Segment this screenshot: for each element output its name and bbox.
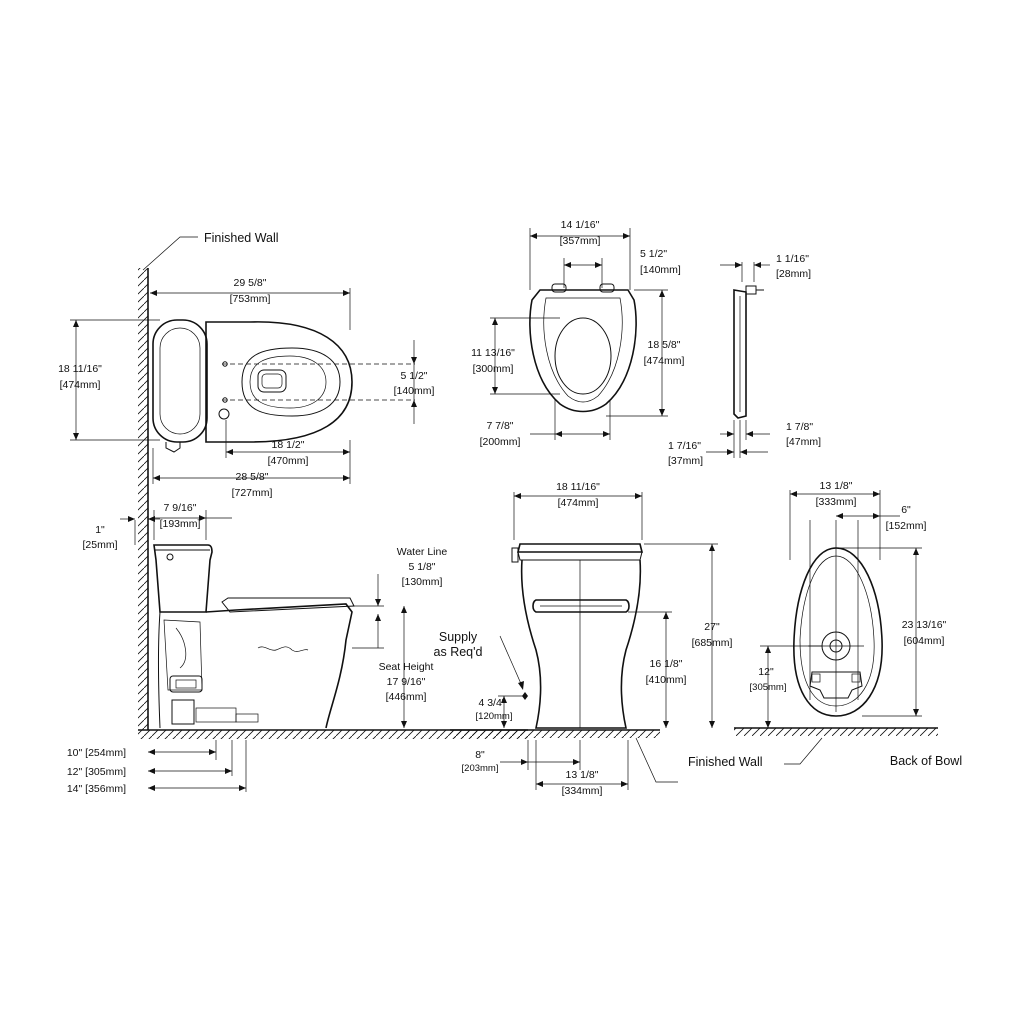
- dim-back-width-mm: [333mm]: [816, 496, 857, 508]
- dim-supply-offset-mm: [203mm]: [462, 763, 499, 774]
- back-view-dimensions: [760, 490, 922, 765]
- side-view-dimensions: [120, 510, 407, 792]
- supply-label-1: Supply: [439, 630, 478, 644]
- dim-rough-14: 14" [356mm]: [67, 783, 126, 795]
- dim-side-offset-mm: [25mm]: [82, 539, 117, 551]
- dim-water-line-mm: [130mm]: [402, 576, 443, 588]
- dim-front-width-mm: [474mm]: [558, 497, 599, 509]
- dim-supply-offset-in: 8": [475, 749, 485, 761]
- dim-seat-length-in: 18 5/8": [648, 339, 681, 351]
- dim-supply-height-mm: [120mm]: [476, 711, 513, 722]
- dim-seat-hinge-in: 5 1/2": [640, 248, 667, 260]
- seat-top-dimensions: [490, 228, 668, 440]
- dim-seat-width-in: 14 1/16": [561, 219, 600, 231]
- dim-seat-length-mm: [474mm]: [644, 355, 685, 367]
- dim-seat-side-b-in: 1 7/8": [786, 421, 813, 433]
- dim-front-bowl-mm: [410mm]: [646, 674, 687, 686]
- dim-front-height-mm: [685mm]: [692, 637, 733, 649]
- dim-back-half-in: 6": [901, 504, 911, 516]
- dim-rough-12: 12" [305mm]: [67, 766, 126, 778]
- dim-back-outlet-in: 12": [758, 666, 774, 678]
- seat-height-label: Seat Height: [379, 661, 434, 673]
- dim-seat-opening-mm: [300mm]: [473, 363, 514, 375]
- dim-seat-openwidth-mm: [200mm]: [480, 436, 521, 448]
- dim-top-bowl-in: 18 1/2": [272, 439, 305, 451]
- dim-seat-width-mm: [357mm]: [560, 235, 601, 247]
- dim-seat-height-mm: [446mm]: [386, 691, 427, 703]
- side-view: [153, 544, 355, 729]
- dim-front-base-in: 13 1/8": [566, 769, 599, 781]
- supply-label-2: as Req'd: [434, 645, 483, 659]
- dim-back-outlet-mm: [305mm]: [750, 682, 787, 693]
- dim-side-tank-mm: [193mm]: [160, 518, 201, 530]
- seat-side-view: [733, 285, 764, 419]
- front-view: [450, 543, 660, 738]
- dim-front-base-mm: [334mm]: [562, 785, 603, 797]
- dim-top-bowl-mm: [470mm]: [268, 455, 309, 467]
- seat-top-view: [529, 283, 637, 413]
- dim-top-base-mm: [727mm]: [232, 487, 273, 499]
- dim-water-line-in: 5 1/8": [408, 561, 435, 573]
- dim-back-height-in: 23 13/16": [902, 619, 947, 631]
- back-of-bowl-label: Back of Bowl: [890, 754, 962, 768]
- dim-top-overall-mm: [753mm]: [230, 293, 271, 305]
- dim-top-overall-in: 29 5/8": [234, 277, 267, 289]
- dim-top-width-in: 18 11/16": [58, 363, 102, 375]
- dim-seat-hinge-mm: [140mm]: [640, 264, 681, 276]
- dim-back-half-mm: [152mm]: [886, 520, 927, 532]
- dim-front-bowl-in: 16 1/8": [650, 658, 683, 670]
- dim-top-centers-in: 5 1/2": [400, 370, 427, 382]
- dim-back-height-mm: [604mm]: [904, 635, 945, 647]
- dim-supply-height-in: 4 3/4": [478, 697, 505, 709]
- dim-top-centers-mm: [140mm]: [394, 385, 435, 397]
- dim-seat-side-a-in: 1 7/16": [668, 440, 701, 452]
- dim-seat-openwidth-in: 7 7/8": [486, 420, 513, 432]
- dim-front-height-in: 27": [704, 621, 720, 633]
- dim-rough-10: 10" [254mm]: [67, 747, 126, 759]
- seat-side-dimensions: [706, 262, 770, 458]
- dim-top-width-mm: [474mm]: [60, 379, 101, 391]
- dim-seat-thick-mm: [28mm]: [776, 268, 811, 280]
- top-view-dimensions: [70, 288, 417, 484]
- dim-seat-side-a-mm: [37mm]: [668, 455, 703, 467]
- wall-and-floor: [138, 236, 528, 739]
- dim-side-offset-in: 1": [95, 524, 105, 536]
- dim-top-base-in: 28 5/8": [236, 471, 269, 483]
- front-view-dimensions: [498, 492, 718, 790]
- dim-front-width-in: 18 11/16": [556, 481, 600, 493]
- top-view: [152, 319, 415, 453]
- finished-wall-label-top: Finished Wall: [204, 231, 279, 245]
- dim-seat-height-in: 17 9/16": [387, 676, 426, 688]
- dim-seat-thick-in: 1 1/16": [776, 253, 809, 265]
- water-line-label: Water Line: [397, 546, 448, 558]
- dim-seat-opening-in: 11 13/16": [471, 347, 515, 359]
- finished-wall-label-bottom: Finished Wall: [688, 755, 763, 769]
- dim-seat-side-b-mm: [47mm]: [786, 436, 821, 448]
- dim-back-width-in: 13 1/8": [820, 480, 853, 492]
- dim-side-tank-in: 7 9/16": [164, 502, 197, 514]
